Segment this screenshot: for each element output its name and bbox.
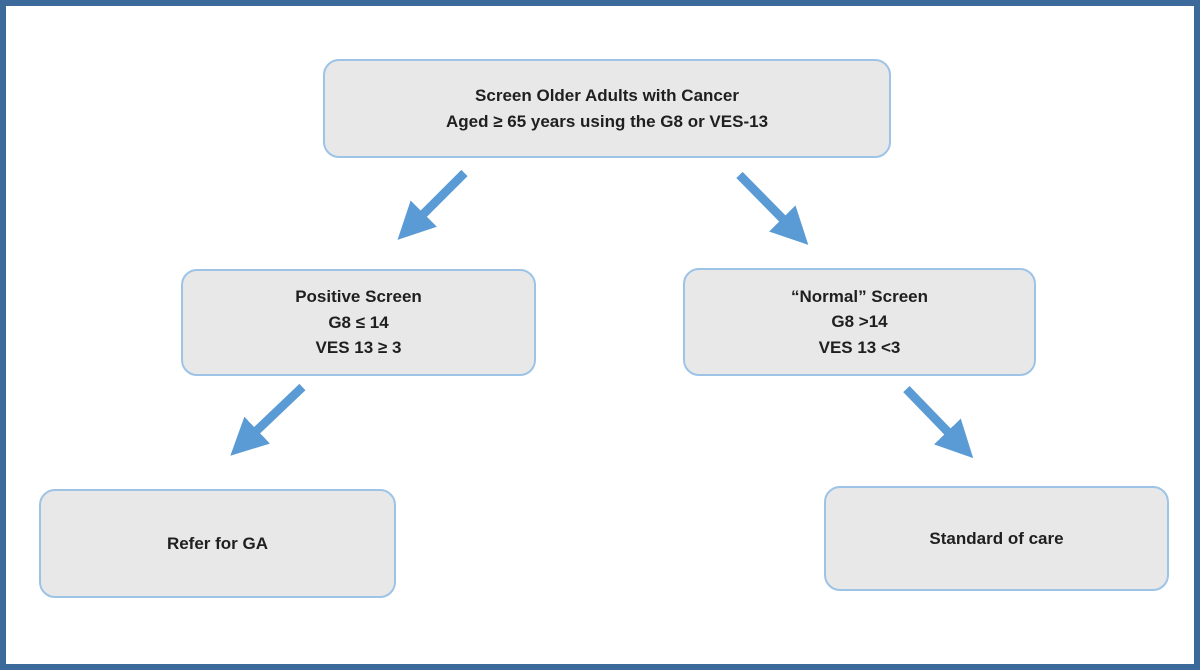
node-text-line: VES 13 <3 [818,337,901,357]
node-standard-of-care: Standard of care [824,486,1169,591]
arrow-positive-to-refer-icon [230,383,306,456]
arrow-normal-to-standard-icon [903,385,974,459]
node-text-line: Standard of care [929,528,1064,548]
arrow-root-to-positive-icon [397,169,468,240]
node-text-line: Refer for GA [166,533,269,553]
node-screen-older-adults: Screen Older Adults with Cancer Aged ≥ 6… [323,59,891,158]
node-text-line: Positive Screen [295,287,422,307]
node-text-line: Aged ≥ 65 years using the G8 or VES-13 [445,111,769,131]
arrow-root-to-normal-icon [736,171,809,245]
node-text-line: VES 13 ≥ 3 [315,338,402,358]
node-text-line: “Normal” Screen [791,286,928,306]
node-text-line: G8 >14 [831,312,888,332]
node-normal-screen: “Normal” Screen G8 >14 VES 13 <3 [683,268,1036,376]
node-positive-screen: Positive Screen G8 ≤ 14 VES 13 ≥ 3 [181,269,536,376]
node-refer-for-ga: Refer for GA [39,489,396,598]
node-text-line: Screen Older Adults with Cancer [475,86,739,105]
node-text-line: G8 ≤ 14 [328,312,389,332]
